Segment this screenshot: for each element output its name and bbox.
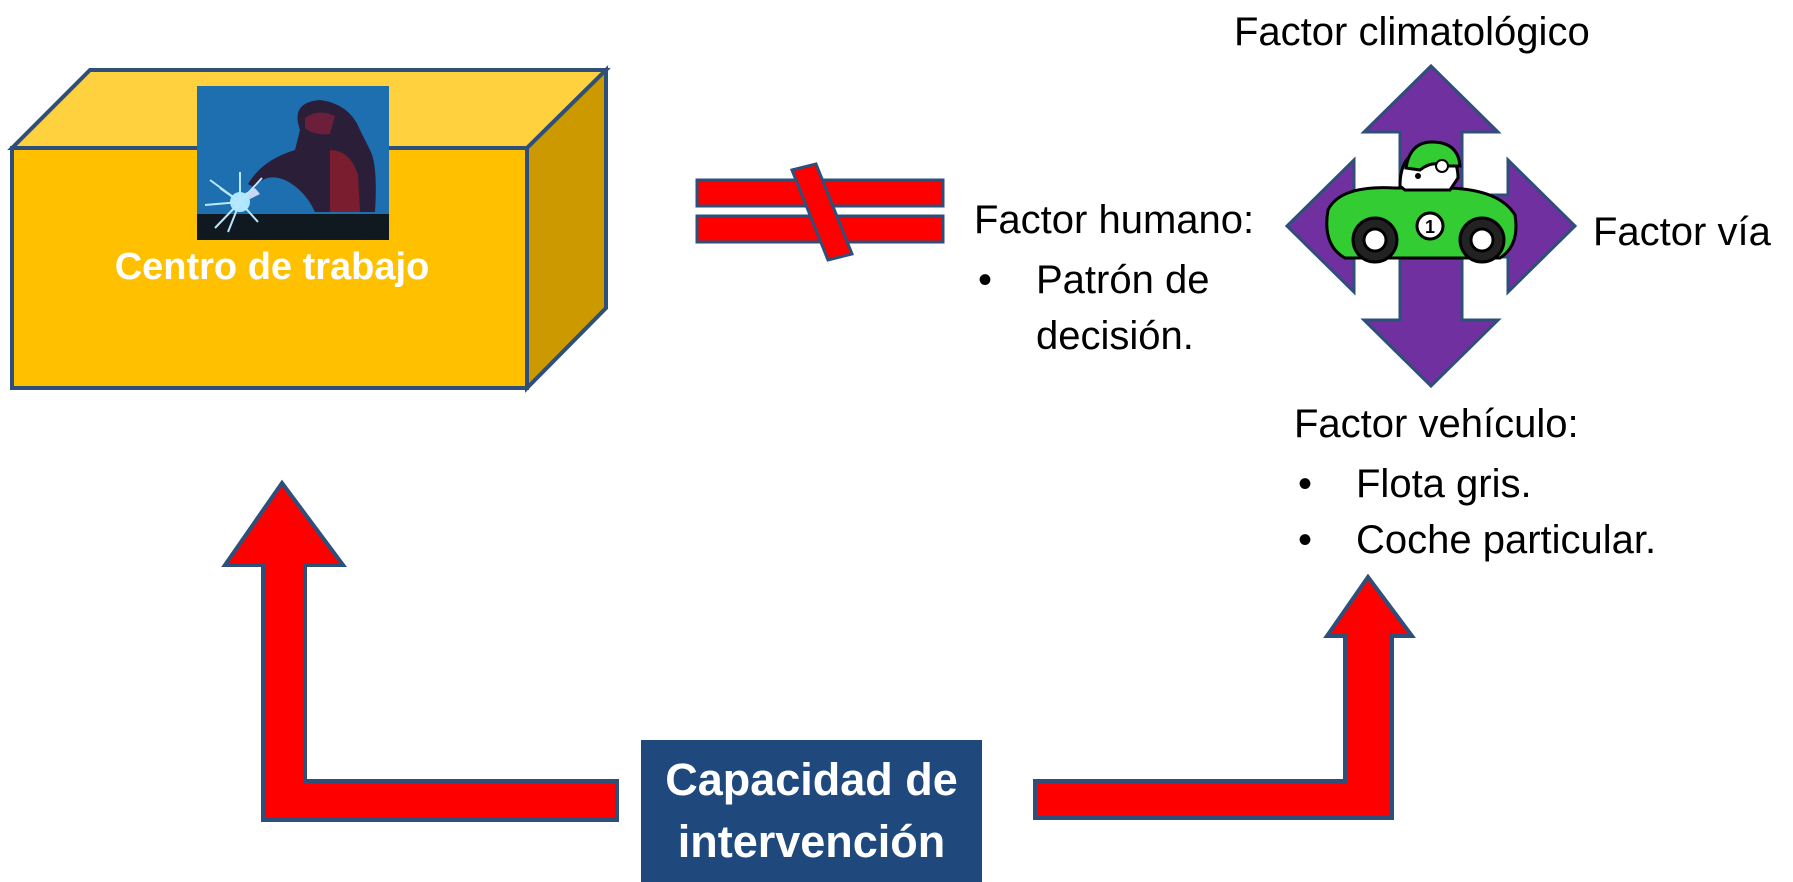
race-car-icon: 1 (1325, 140, 1518, 264)
factor-human: Factor humano: Patrón de decisión. (974, 194, 1266, 364)
factor-climate: Factor climatológico (1234, 10, 1590, 54)
capacity-line1: Capacidad de (665, 754, 958, 805)
capacity-box: Capacidad de intervención (641, 740, 982, 882)
factor-human-list: Patrón de decisión. (974, 252, 1266, 364)
factor-human-item: Patrón de decisión. (974, 252, 1266, 364)
workplace-label: Centro de trabajo (114, 246, 430, 288)
factor-vehicle: Factor vehículo: Flota gris. Coche parti… (1294, 398, 1656, 568)
right-up-arrow-icon (1033, 573, 1416, 820)
capacity-line2: intervención (677, 816, 946, 867)
factor-road: Factor vía (1593, 210, 1771, 254)
factor-vehicle-list: Flota gris. Coche particular. (1294, 456, 1656, 568)
factor-vehicle-title: Factor vehículo: (1294, 402, 1579, 446)
welder-icon (197, 86, 389, 240)
not-equal-icon (695, 162, 945, 262)
factor-vehicle-item: Coche particular. (1294, 512, 1656, 568)
up-arrow-icon (221, 479, 619, 822)
factor-vehicle-item: Flota gris. (1294, 456, 1656, 512)
svg-text:1: 1 (1425, 217, 1435, 237)
factor-human-title: Factor humano: (974, 198, 1255, 242)
